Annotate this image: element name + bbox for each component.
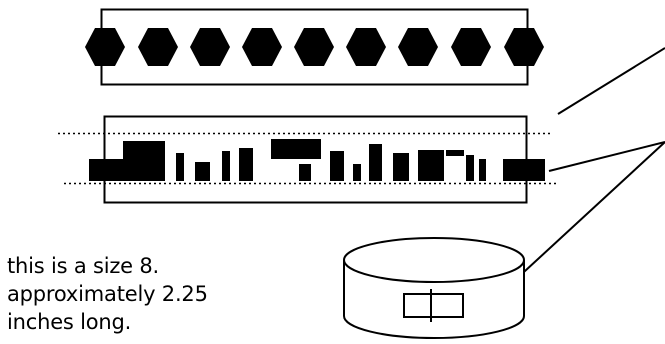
pattern-band-panel: [58, 115, 556, 204]
pattern-bar: [393, 153, 409, 181]
caption-line-size: this is a size 8.: [7, 254, 160, 278]
pattern-bar: [353, 164, 361, 181]
pattern-bar: [446, 150, 464, 156]
size-caption: this is a size 8. approximately 2.25 inc…: [7, 252, 287, 336]
pattern-bar: [123, 141, 165, 181]
pattern-bar: [195, 162, 210, 181]
hexagon-bead-icon: [346, 28, 386, 66]
pattern-bars: [89, 139, 545, 181]
pattern-bar: [222, 151, 230, 181]
hexagon-bead-icon: [504, 28, 544, 66]
pattern-bar: [503, 159, 545, 181]
pattern-bar: [239, 148, 253, 181]
pattern-bar: [330, 151, 344, 181]
pattern-bar: [299, 164, 311, 181]
hexagon-bead-icon: [451, 28, 491, 66]
pattern-bar: [176, 153, 184, 181]
ring-top-rim: [343, 237, 525, 283]
ring-cylinder-icon: [343, 237, 525, 339]
pattern-bar: [479, 159, 486, 181]
hexagon-bead-icon: [138, 28, 178, 66]
callout-line-top: [557, 47, 665, 115]
caption-line-units: inches long.: [7, 310, 132, 334]
ring-clasp: [403, 293, 464, 318]
pattern-bar: [369, 144, 382, 181]
callout-line-band: [548, 141, 665, 172]
pattern-bar: [418, 150, 444, 181]
pattern-bar: [271, 139, 321, 159]
hexagon-bead-icon: [242, 28, 282, 66]
caption-line-length: approximately 2.25: [7, 282, 208, 306]
pattern-bar: [89, 159, 125, 181]
hexagon-strip-panel: [85, 8, 544, 86]
pattern-bar: [466, 155, 474, 181]
hexagon-bead-icon: [190, 28, 230, 66]
hexagon-row: [85, 28, 544, 66]
hexagon-bead-icon: [85, 28, 125, 66]
hexagon-bead-icon: [398, 28, 438, 66]
hexagon-bead-icon: [294, 28, 334, 66]
pattern-band-frame: [103, 115, 528, 204]
